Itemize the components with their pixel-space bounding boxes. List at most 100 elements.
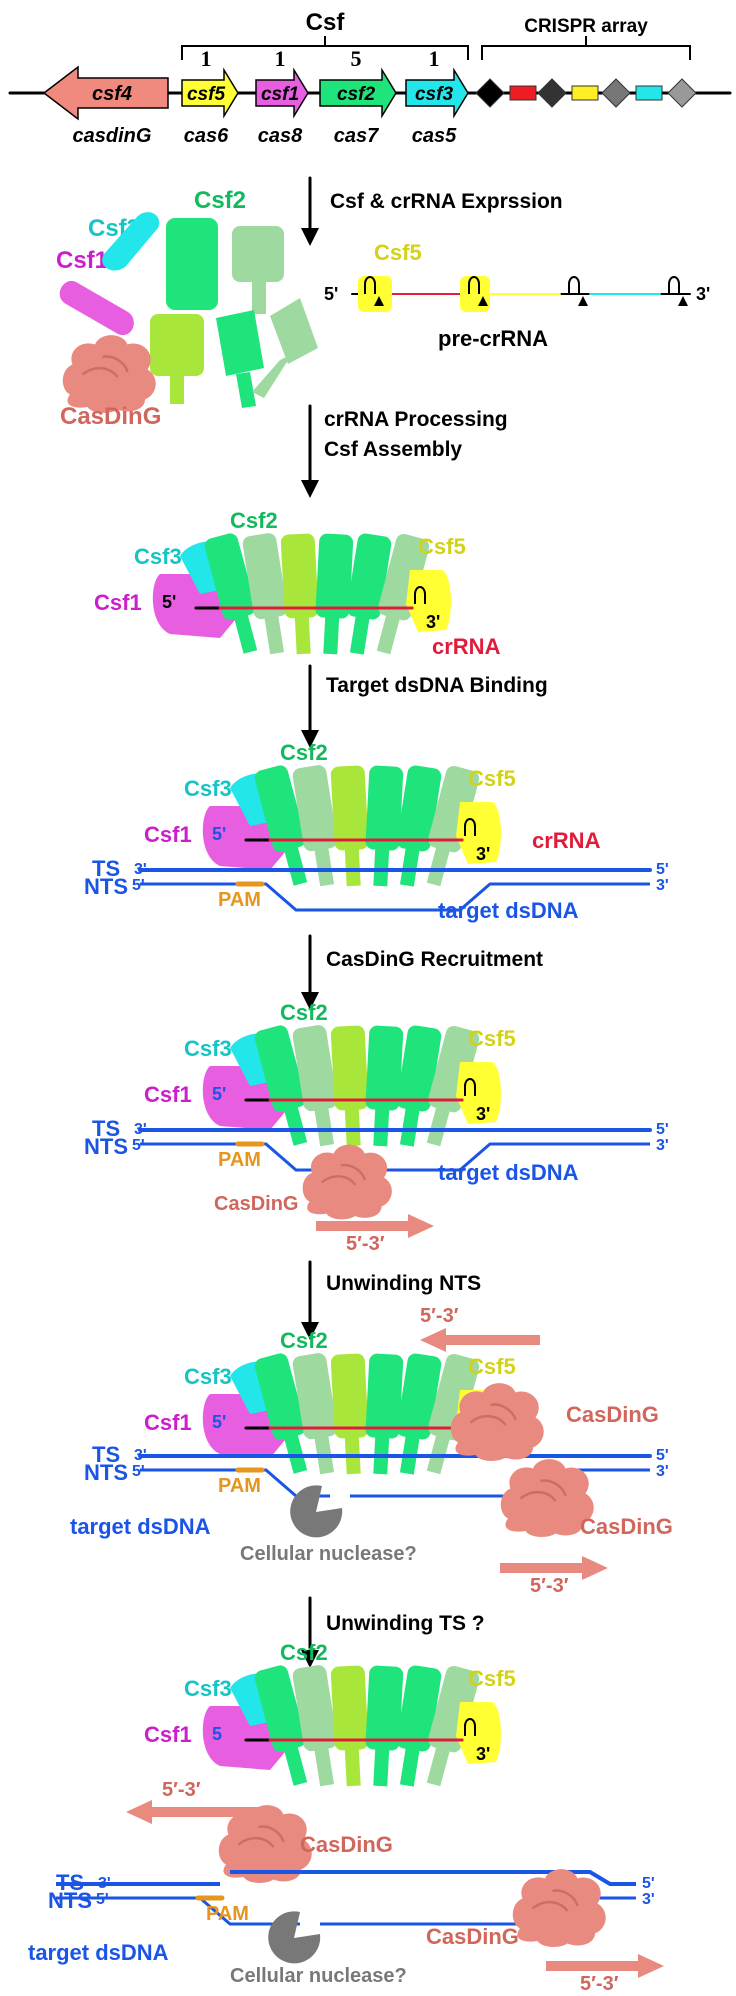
crispr-array-label: CRISPR array — [524, 16, 648, 37]
direction-label: 5′-3′ — [580, 1973, 619, 1995]
csf2-thumb — [263, 612, 285, 655]
casding-body — [512, 1869, 606, 1947]
casding-label: CasDinG — [566, 1402, 659, 1427]
csf2-body — [330, 1665, 369, 1751]
csf3-copy-number: 1 — [429, 46, 440, 71]
csf5-label: Csf5 — [468, 1666, 516, 1691]
cas7-alias: cas7 — [334, 125, 379, 147]
csf1-label: Csf1 — [56, 247, 108, 274]
csf2-thumb — [283, 1743, 308, 1786]
csf2-body — [254, 1353, 306, 1440]
csf2-subunit — [396, 1665, 442, 1787]
ts-label: TS — [92, 1442, 120, 1467]
csf2-subunit — [254, 1025, 308, 1146]
nts-5prime: 5' — [132, 877, 145, 894]
csf3-label: Csf3 — [184, 1676, 232, 1701]
casding-fold — [81, 355, 129, 378]
csf3-label: Csf3 — [184, 1036, 232, 1061]
crrna-label: crRNA — [432, 634, 501, 659]
cellular-nuclease — [268, 1911, 321, 1964]
csf1-copy-number: 1 — [275, 46, 286, 71]
csf2-gene-arrow — [319, 67, 397, 119]
csf5-gene-arrow — [181, 67, 239, 119]
csf2-subunit — [396, 1353, 442, 1475]
csf2-subunit — [292, 765, 338, 887]
csf2-body — [254, 765, 306, 852]
casding-label: CasDinG — [214, 1193, 298, 1215]
csf2-thumb — [283, 843, 308, 886]
csf2-body — [378, 533, 430, 621]
csf2-thumb — [313, 844, 335, 887]
csf2-subunit — [204, 533, 258, 654]
nts-label: NTS — [84, 1134, 128, 1159]
csf5-subunit — [456, 1062, 501, 1124]
crrna-3prime: 3' — [476, 1104, 490, 1124]
casding-fold — [237, 1825, 285, 1848]
casding-lower — [500, 1459, 594, 1537]
csf2-subunit — [426, 1665, 480, 1787]
csf2-subunit — [330, 1025, 369, 1147]
csf2-subunit — [254, 765, 308, 886]
csf2-free — [216, 310, 264, 376]
csf2-thumb — [373, 1745, 390, 1787]
csf2-subunit — [254, 1665, 308, 1786]
csf2-free-thumb — [252, 280, 266, 314]
csf3-label: Csf3 — [134, 544, 182, 569]
csf1-gene-name: csf1 — [261, 84, 299, 105]
csf-operon-label: Csf — [306, 9, 346, 36]
csf2-body — [428, 765, 480, 853]
csf2-body — [254, 1665, 306, 1752]
crrna-5prime: 5 — [212, 1724, 222, 1744]
csf2-thumb — [426, 1744, 451, 1787]
csf2-thumb — [313, 1432, 335, 1475]
csf2-thumb — [344, 845, 361, 887]
cellular-nuclease — [290, 1485, 343, 1538]
csf2-thumb — [294, 613, 311, 655]
casding-direction-arrow — [546, 1954, 664, 1978]
csf2-body — [292, 1353, 338, 1440]
csf2-subunit — [346, 533, 392, 655]
csf1-free — [59, 280, 134, 336]
crrna-3prime: 3' — [476, 1744, 490, 1764]
csf2-thumb — [344, 1105, 361, 1147]
crrna-5prime: 5' — [212, 1084, 226, 1104]
csf2-body — [365, 1665, 404, 1751]
step-assembly-label: Csf Assembly — [324, 438, 462, 461]
step-expression-label: Csf & crRNA Exprssion — [330, 190, 563, 213]
csf3-gene-arrow — [405, 67, 469, 119]
pam-label: PAM — [218, 889, 261, 911]
csf2-subunit — [426, 1025, 480, 1147]
nuclease-label: Cellular nuclease? — [240, 1543, 417, 1565]
casding-body — [218, 1805, 312, 1883]
csf2-body — [330, 765, 369, 851]
csf2-body — [428, 1353, 480, 1441]
csf3-label: Csf3 — [184, 776, 232, 801]
pam-label: PAM — [206, 1903, 249, 1925]
crrna-hairpin — [414, 586, 426, 604]
casding-body — [302, 1144, 392, 1220]
cleavage-site — [374, 296, 384, 306]
step-arrow-2-head — [301, 480, 319, 498]
csf2-body — [396, 765, 442, 852]
csf2-label: Csf2 — [280, 1640, 328, 1665]
casding-label: CasDinG — [580, 1514, 673, 1539]
csf2-subunit — [365, 1665, 404, 1787]
csf5-label: Csf5 — [374, 240, 422, 265]
nts-3prime: 3' — [656, 1137, 669, 1154]
step-arrow-6-head — [301, 1650, 319, 1668]
crrna-5prime: 5' — [212, 824, 226, 844]
casding-ts-lower — [512, 1869, 606, 1947]
step-unwinding-ts-label: Unwinding TS ? — [326, 1612, 485, 1635]
nts-5prime: 5' — [132, 1463, 145, 1480]
csf2-gene-name: csf2 — [337, 84, 375, 105]
pre-crrna-label: pre-crRNA — [438, 326, 548, 351]
csf2-label: Csf2 — [194, 187, 246, 214]
casding-body — [450, 1383, 544, 1461]
csf1-label: Csf1 — [144, 1082, 192, 1107]
csf2-thumb — [373, 845, 390, 887]
nts-5prime: 5' — [96, 1891, 109, 1908]
cas6-alias: cas6 — [184, 125, 229, 147]
csf2-subunit — [365, 1025, 404, 1147]
csf2-thumb — [233, 611, 258, 654]
